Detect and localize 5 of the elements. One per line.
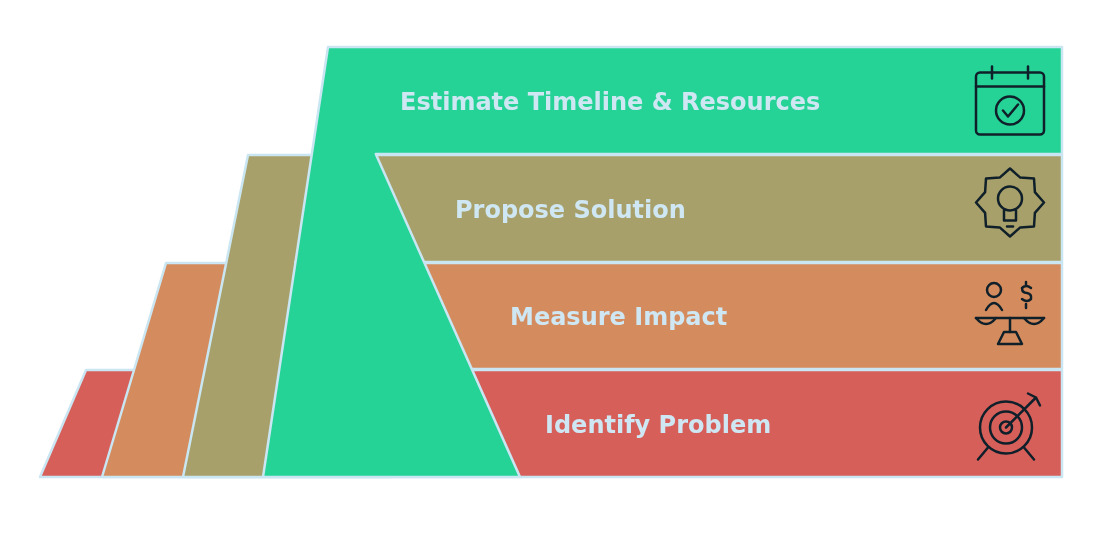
band-label: Identify Problem <box>545 410 772 439</box>
band-label: Measure Impact <box>510 303 728 331</box>
band-label: Propose Solution <box>455 195 686 224</box>
pyramid-band <box>261 45 1064 479</box>
band-label: Estimate Timeline & Resources <box>400 87 821 116</box>
